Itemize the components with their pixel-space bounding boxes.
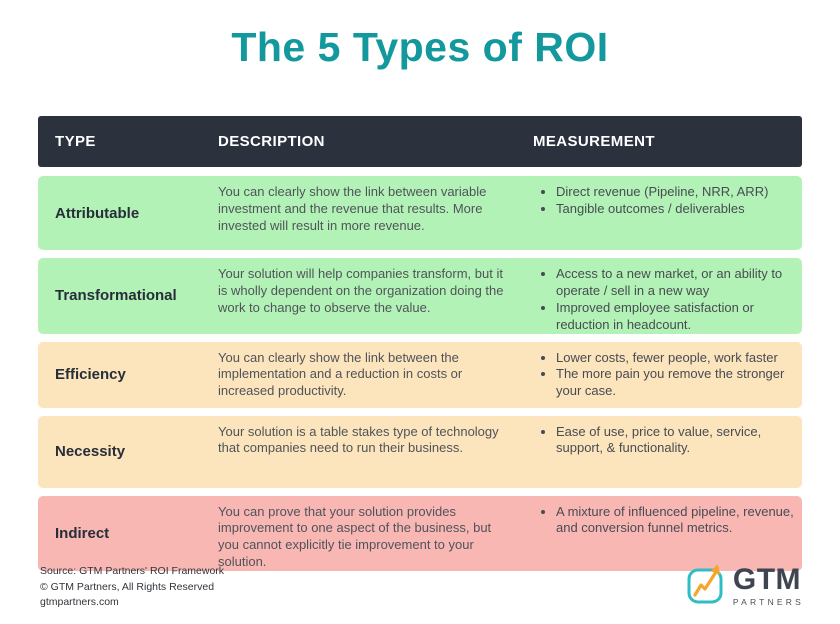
table-header-row: TYPE DESCRIPTION MEASUREMENT	[38, 116, 802, 167]
table-row-necessity: Necessity Your solution is a table stake…	[38, 415, 802, 488]
row-description: You can prove that your solution provide…	[218, 503, 492, 570]
infographic-page: The 5 Types of ROI TYPE DESCRIPTION MEAS…	[0, 24, 840, 624]
logo-subname: PARTNERS	[732, 596, 804, 607]
measurement-item: Direct revenue (Pipeline, NRR, ARR)	[556, 184, 794, 201]
header-type: TYPE	[55, 133, 96, 150]
header-measurement: MEASUREMENT	[533, 133, 655, 150]
measurement-item: Ease of use, price to value, service, su…	[556, 424, 794, 458]
gtm-partners-logo: GTM PARTNERS	[684, 559, 804, 612]
table-row-attributable: Attributable You can clearly show the li…	[38, 176, 802, 250]
footer-website: gtmpartners.com	[40, 595, 119, 608]
measurement-item: A mixture of influenced pipeline, revenu…	[556, 504, 794, 538]
row-measurements: A mixture of influenced pipeline, revenu…	[533, 496, 802, 572]
footer-copyright: © GTM Partners, All Rights Reserved	[40, 580, 215, 593]
row-type-label: Transformational	[55, 287, 177, 305]
gtm-logo-mark-icon	[684, 559, 730, 612]
table-row-indirect: Indirect You can prove that your solutio…	[38, 495, 802, 572]
roi-table: TYPE DESCRIPTION MEASUREMENT Attributabl…	[38, 116, 802, 579]
footer-attribution: Source: GTM Partners' ROI Framework © GT…	[40, 564, 224, 610]
page-title: The 5 Types of ROI	[231, 24, 609, 70]
logo-text: GTM PARTNERS	[732, 562, 804, 607]
row-type-label: Attributable	[55, 204, 140, 222]
row-measurements: Lower costs, fewer people, work faster T…	[533, 342, 802, 408]
table-row-efficiency: Efficiency You can clearly show the link…	[38, 341, 802, 408]
measurement-item: Access to a new market, or an ability to…	[556, 266, 794, 300]
measurement-item: Lower costs, fewer people, work faster	[556, 350, 794, 367]
measurement-item: Tangible outcomes / deliverables	[556, 201, 794, 218]
footer-source: Source: GTM Partners' ROI Framework	[40, 565, 225, 578]
row-type-label: Efficiency	[55, 366, 126, 384]
row-description: Your solution is a table stakes type of …	[218, 423, 499, 456]
header-description: DESCRIPTION	[218, 133, 325, 150]
logo-name: GTM	[732, 562, 802, 596]
row-measurements: Access to a new market, or an ability to…	[533, 258, 802, 334]
row-description: You can clearly show the link between va…	[218, 184, 487, 233]
row-type-label: Necessity	[55, 443, 126, 461]
row-description: You can clearly show the link between th…	[218, 349, 463, 399]
row-measurements: Direct revenue (Pipeline, NRR, ARR) Tang…	[533, 176, 802, 250]
row-type-label: Indirect	[55, 524, 110, 542]
measurement-item: Improved employee satisfaction or reduct…	[556, 300, 794, 334]
row-description: Your solution will help companies transf…	[218, 266, 504, 315]
row-measurements: Ease of use, price to value, service, su…	[533, 416, 802, 488]
measurement-item: The more pain you remove the stronger yo…	[556, 366, 794, 400]
table-row-transformational: Transformational Your solution will help…	[38, 258, 802, 334]
